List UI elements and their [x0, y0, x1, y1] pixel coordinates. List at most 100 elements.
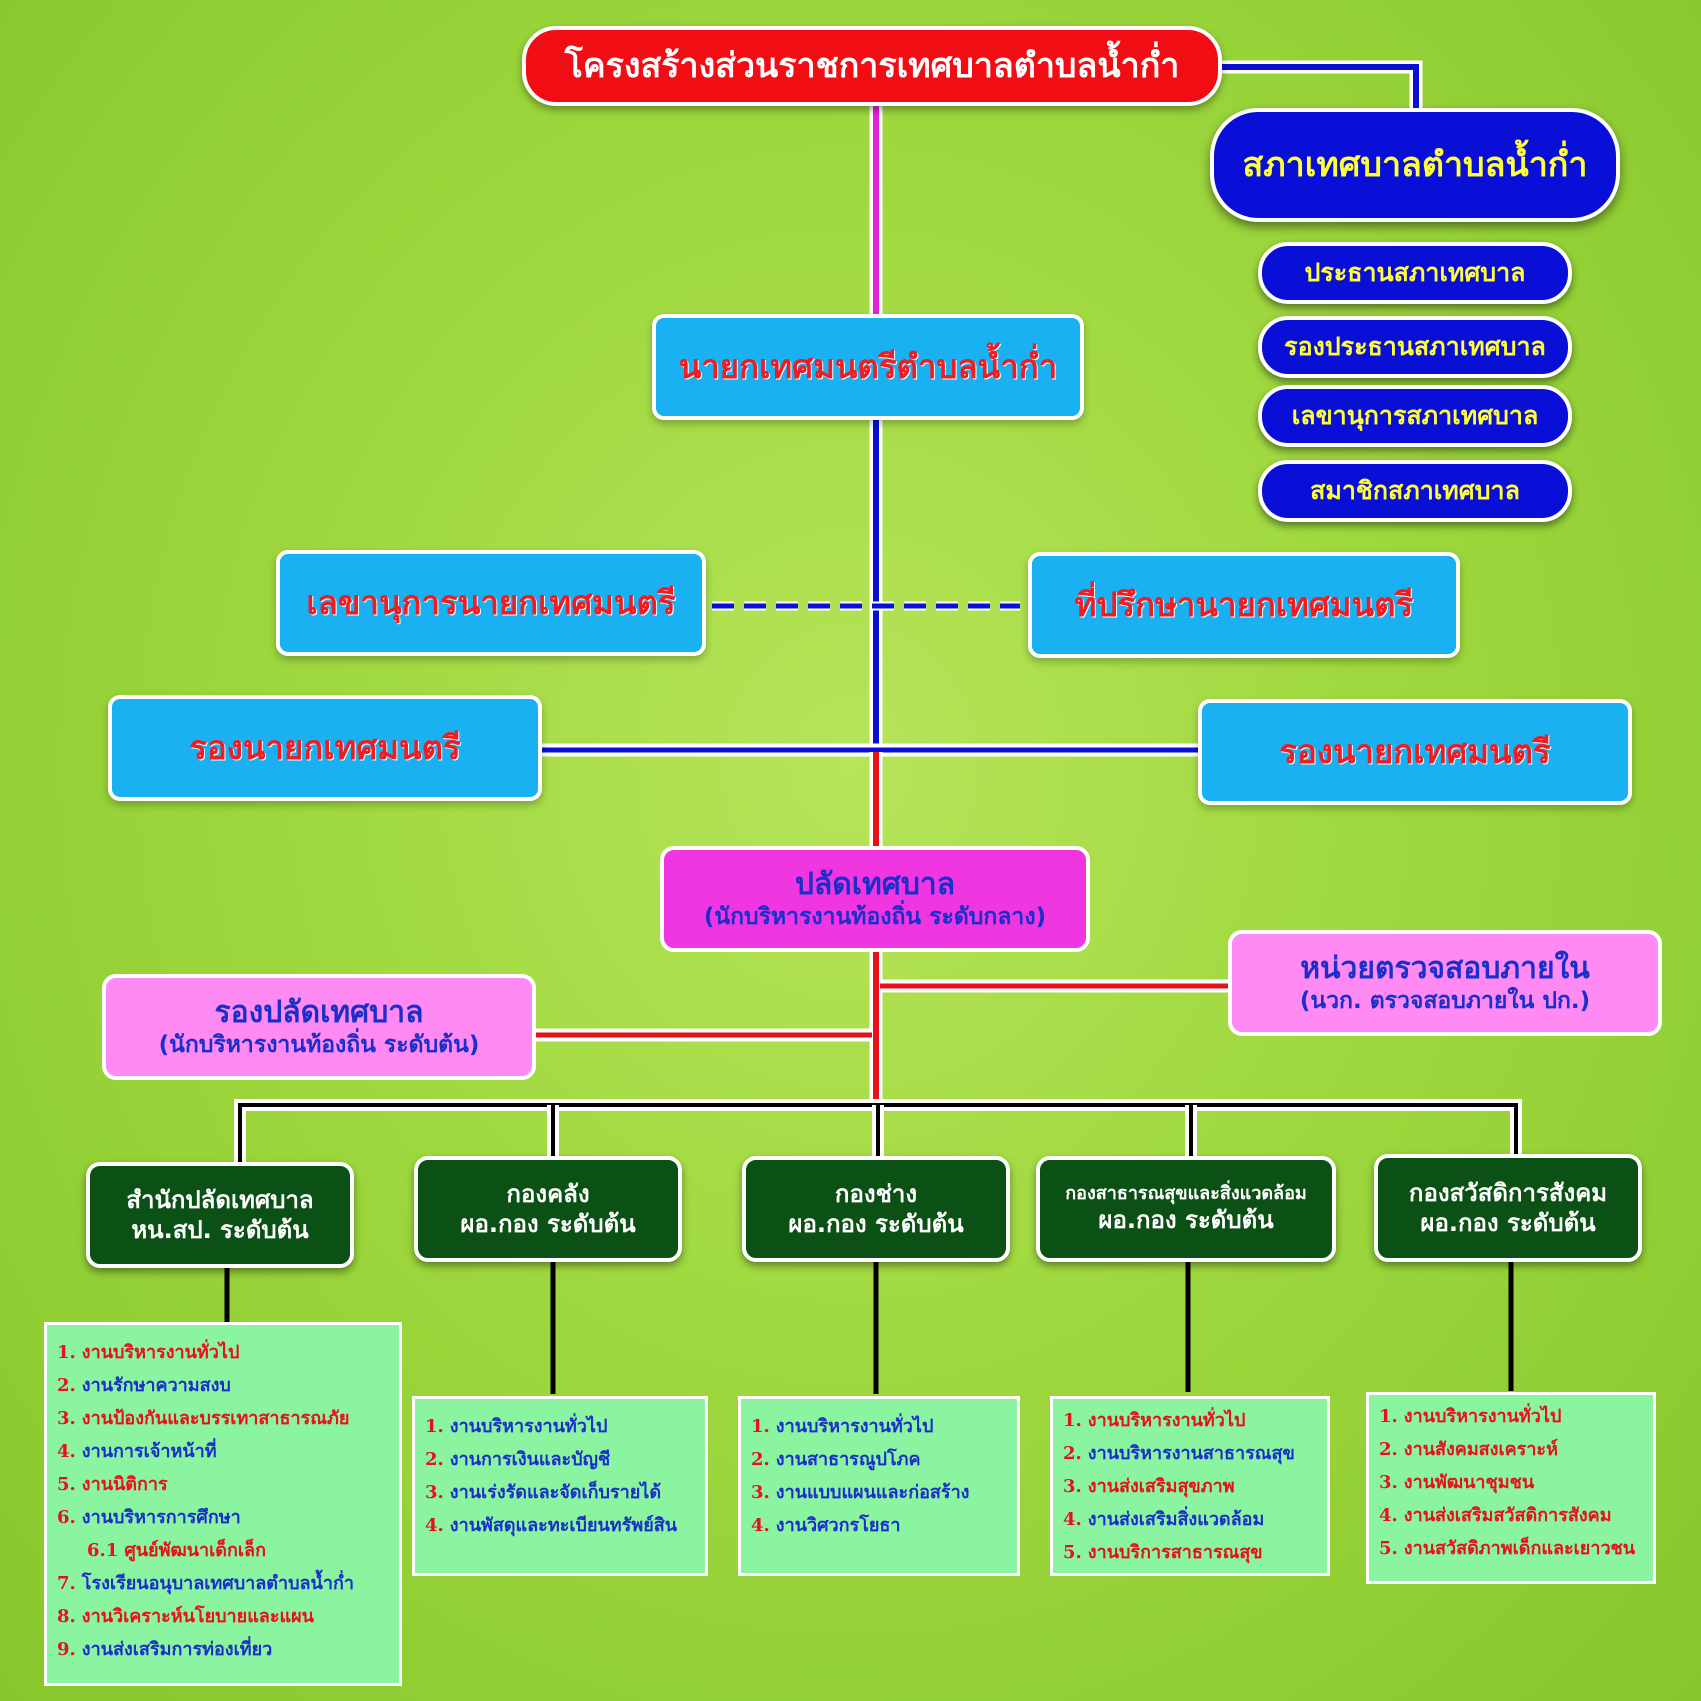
duty-text: งานบริหารการศึกษา [81, 1507, 241, 1528]
department-name: กองสาธารณสุขและสิ่งแวดล้อม [1065, 1182, 1307, 1204]
department-name: สำนักปลัดเทศบาล [126, 1186, 314, 1214]
duty-number: 6.1 [87, 1540, 119, 1561]
duty-number: 2. [57, 1375, 76, 1396]
council-member-label: รองประธานสภาเทศบาล [1284, 332, 1546, 362]
duty-item: 4.งานส่งเสริมสวัสดิการสังคม [1379, 1499, 1643, 1532]
duty-number: 5. [57, 1474, 76, 1495]
deputy-clerk-title: รองปลัดเทศบาล [214, 994, 424, 1030]
deputy-mayor-label: รองนายกเทศมนตรี [189, 728, 461, 768]
duty-text: งานพัสดุและทะเบียนทรัพย์สิน [449, 1515, 678, 1536]
deputy-mayor-label: รองนายกเทศมนตรี [1279, 732, 1551, 772]
duty-text: งานบริหารงานทั่วไป [1087, 1410, 1246, 1431]
department-box-engineering: กองช่าง ผอ.กอง ระดับต้น [742, 1156, 1010, 1262]
duty-item: 1.งานบริหารงานทั่วไป [425, 1410, 695, 1443]
duty-number: 5. [1063, 1542, 1082, 1563]
audit-box: หน่วยตรวจสอบภายใน (นวก. ตรวจสอบภายใน ปก.… [1228, 930, 1662, 1036]
clerk-subtitle: (นักบริหารงานท้องถิ่น ระดับกลาง) [703, 904, 1047, 931]
duty-number: 9. [57, 1639, 76, 1660]
duty-number: 2. [425, 1449, 444, 1470]
council-member-label: ประธานสภาเทศบาล [1304, 258, 1526, 288]
deputy-clerk-box: รองปลัดเทศบาล (นักบริหารงานท้องถิ่น ระดั… [102, 974, 536, 1080]
duty-item: 2.งานสาธารณูปโภค [751, 1443, 1007, 1476]
duty-text: งานการเจ้าหน้าที่ [81, 1441, 217, 1462]
duty-number: 1. [751, 1416, 770, 1437]
duty-number: 3. [1063, 1476, 1082, 1497]
duty-item: 4.งานการเจ้าหน้าที่ [57, 1435, 389, 1468]
duty-text: งานส่งเสริมสุขภาพ [1087, 1476, 1235, 1497]
duty-item: 3.งานส่งเสริมสุขภาพ [1063, 1470, 1317, 1503]
department-head: ผอ.กอง ระดับต้น [1420, 1209, 1596, 1237]
duty-item: 2.งานการเงินและบัญชี [425, 1443, 695, 1476]
mayor-advisor-box: ที่ปรึกษานายกเทศมนตรี [1028, 552, 1460, 658]
duty-text: งานพัฒนาชุมชน [1403, 1472, 1535, 1493]
council-member-chair: ประธานสภาเทศบาล [1258, 242, 1572, 304]
council-member-secretary: เลขานุการสภาเทศบาล [1258, 385, 1572, 447]
duty-text: งานเร่งรัดและจัดเก็บรายได้ [449, 1482, 662, 1503]
duty-text: งานบริหารงานสาธารณสุข [1087, 1443, 1295, 1464]
department-name: กองสวัสดิการสังคม [1408, 1179, 1608, 1207]
council-member-member: สมาชิกสภาเทศบาล [1258, 460, 1572, 522]
department-box-public-health: กองสาธารณสุขและสิ่งแวดล้อม ผอ.กอง ระดับต… [1036, 1156, 1336, 1262]
duty-text: งานบริการสาธารณสุข [1087, 1542, 1263, 1563]
duty-item: 2.งานสังคมสงเคราะห์ [1379, 1433, 1643, 1466]
duty-item: 8.งานวิเคราะห์นโยบายและแผน [57, 1600, 389, 1633]
duty-item: 1.งานบริหารงานทั่วไป [1063, 1404, 1317, 1437]
duty-item: 9.งานส่งเสริมการท่องเที่ยว [57, 1633, 389, 1666]
duty-number: 5. [1379, 1538, 1398, 1559]
duty-item: 7.โรงเรียนอนุบาลเทศบาลตำบลน้ำก่ำ [57, 1567, 389, 1600]
duty-item: 4.งานวิศวกรโยธา [751, 1509, 1007, 1542]
duty-text: งานส่งเสริมสิ่งแวดล้อม [1087, 1509, 1265, 1530]
department-head: หน.สป. ระดับต้น [131, 1216, 309, 1244]
duty-item: 1.งานบริหารงานทั่วไป [57, 1336, 389, 1369]
duty-text: งานการเงินและบัญชี [449, 1449, 611, 1470]
department-box-social-welfare: กองสวัสดิการสังคม ผอ.กอง ระดับต้น [1374, 1154, 1642, 1262]
council-member-vice-chair: รองประธานสภาเทศบาล [1258, 316, 1572, 378]
duty-number: 1. [1063, 1410, 1082, 1431]
duty-text: ศูนย์พัฒนาเด็กเล็ก [124, 1540, 266, 1561]
duty-number: 1. [425, 1416, 444, 1437]
council-member-label: สมาชิกสภาเทศบาล [1310, 476, 1520, 506]
duty-text: งานส่งเสริมการท่องเที่ยว [81, 1639, 273, 1660]
duty-item: 2.งานรักษาความสงบ [57, 1369, 389, 1402]
duty-number: 3. [1379, 1472, 1398, 1493]
duty-item: 5.งานสวัสดิภาพเด็กและเยาวชน [1379, 1532, 1643, 1565]
duty-item: 5.งานนิติการ [57, 1468, 389, 1501]
duty-number: 2. [1063, 1443, 1082, 1464]
duty-text: โรงเรียนอนุบาลเทศบาลตำบลน้ำก่ำ [81, 1573, 354, 1594]
department-box-clerk-office: สำนักปลัดเทศบาล หน.สป. ระดับต้น [86, 1162, 354, 1268]
duty-text: งานรักษาความสงบ [81, 1375, 231, 1396]
audit-subtitle: (นวก. ตรวจสอบภายใน ปก.) [1299, 988, 1591, 1015]
duty-item: 1.งานบริหารงานทั่วไป [751, 1410, 1007, 1443]
duty-number: 4. [751, 1515, 770, 1536]
duty-number: 3. [425, 1482, 444, 1503]
duty-item: 3.งานป้องกันและบรรเทาสาธารณภัย [57, 1402, 389, 1435]
duty-text: งานวิศวกรโยธา [775, 1515, 901, 1536]
duty-number: 4. [57, 1441, 76, 1462]
duty-item: 3.งานแบบแผนและก่อสร้าง [751, 1476, 1007, 1509]
chart-title: โครงสร้างส่วนราชการเทศบาลตำบลน้ำก่ำ [522, 26, 1222, 106]
duty-number: 2. [1379, 1439, 1398, 1460]
department-box-finance: กองคลัง ผอ.กอง ระดับต้น [414, 1156, 682, 1262]
council-box: สภาเทศบาลตำบลน้ำก่ำ [1210, 108, 1620, 222]
duty-item: 4.งานส่งเสริมสิ่งแวดล้อม [1063, 1503, 1317, 1536]
mayor-secretary-label: เลขานุการนายกเทศมนตรี [306, 583, 676, 623]
duty-text: งานนิติการ [81, 1474, 168, 1495]
duty-item: 5.งานบริการสาธารณสุข [1063, 1536, 1317, 1569]
duty-number: 3. [57, 1408, 76, 1429]
department-name: กองคลัง [506, 1180, 590, 1208]
chart-title-text: โครงสร้างส่วนราชการเทศบาลตำบลน้ำก่ำ [564, 45, 1180, 86]
duty-number: 2. [751, 1449, 770, 1470]
duty-number: 4. [1063, 1509, 1082, 1530]
department-head: ผอ.กอง ระดับต้น [1098, 1206, 1274, 1235]
audit-title: หน่วยตรวจสอบภายใน [1300, 950, 1590, 986]
duty-item: 1.งานบริหารงานทั่วไป [1379, 1400, 1643, 1433]
department-name: กองช่าง [834, 1180, 918, 1208]
duty-text: งานป้องกันและบรรเทาสาธารณภัย [81, 1408, 350, 1429]
deputy-clerk-subtitle: (นักบริหารงานท้องถิ่น ระดับต้น) [158, 1032, 480, 1059]
